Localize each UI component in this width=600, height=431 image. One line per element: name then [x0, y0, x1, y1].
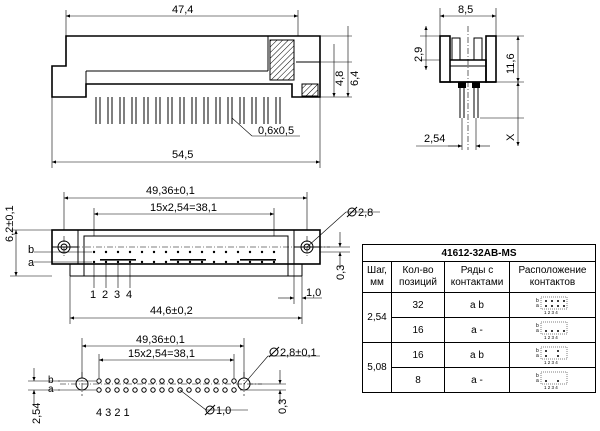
- spec-table-title: 41612-32AB-MS: [362, 244, 596, 262]
- rows-cell: a b: [444, 342, 510, 368]
- rows-cell: a -: [444, 367, 510, 393]
- dim-front-0-3: 0,3: [335, 265, 347, 280]
- svg-text:a: a: [536, 353, 539, 359]
- bottom-pin-numbers: 4 3 2 1: [96, 407, 130, 419]
- side-view-pins: [95, 97, 281, 124]
- bottom-row-b: b: [48, 375, 54, 386]
- dim-total-length: 54,5: [172, 149, 193, 161]
- svg-text:a: a: [536, 378, 539, 384]
- contact-layout-icon-a: b a 1 2 3 4: [536, 321, 567, 340]
- svg-text:1 2 3 4: 1 2 3 4: [544, 360, 558, 365]
- svg-text:b: b: [536, 373, 539, 379]
- dim-bottom-49-36: 49,36±0,1: [136, 334, 185, 346]
- dim-side-2-54: 2,54: [424, 133, 445, 145]
- side-view: 47,4 54,5 0,6x0,5 4,8 6,4: [51, 4, 361, 168]
- side-view-hatch: [269, 39, 295, 81]
- pitch-cell: 5,08: [362, 342, 392, 393]
- positions-cell: 8: [391, 367, 445, 393]
- rows-cell: a -: [444, 317, 510, 343]
- svg-text:1 2 3 4: 1 2 3 4: [544, 385, 558, 390]
- dim-side-11-6: 11,6: [505, 53, 517, 74]
- dim-bottom-15x254: 15x2,54=38,1: [128, 348, 195, 360]
- positions-cell: 16: [391, 317, 445, 343]
- header-positions: Кол-во позиций: [391, 261, 445, 293]
- pcb-footprint: 49,36±0,1 15x2,54=38,1 2,8±0,1 1,0 b a 2…: [28, 334, 320, 424]
- pcb-holes: [96, 378, 237, 393]
- dim-side-width: 8,5: [458, 4, 473, 16]
- pin-label-2: 2: [102, 289, 108, 301]
- dim-bottom-hole: 2,8±0,1: [280, 347, 317, 359]
- header-pitch: Шаг, мм: [362, 261, 392, 293]
- front-view: 49,36±0,1 15x2,54=38,1 6,2±0,1 b a 1 2 3…: [4, 185, 380, 324]
- dim-front-hole: 2,8: [358, 207, 373, 219]
- bottom-row-a: a: [48, 384, 54, 395]
- svg-text:1 2 3 4: 1 2 3 4: [544, 310, 558, 315]
- row-label-a: a: [28, 257, 35, 269]
- dim-pin-size: 0,6x0,5: [258, 125, 294, 137]
- svg-text:a: a: [536, 303, 539, 309]
- layout-cell: b a 1 2 3 4: [509, 292, 596, 318]
- dim-side-2-9: 2,9: [413, 47, 425, 62]
- dim-side-x: X: [505, 133, 517, 141]
- front-contacts: [92, 250, 276, 264]
- dim-front-6-2: 6,2±0,1: [4, 205, 16, 242]
- pitch-cell: 2,54: [362, 292, 392, 343]
- dim-bottom-2-54: 2,54: [31, 403, 43, 424]
- pin-label-4: 4: [126, 289, 132, 301]
- contact-layout-icon-ab: b a 1 2 3 4: [536, 346, 567, 365]
- dim-top-width: 47,4: [172, 4, 193, 16]
- positions-cell: 16: [391, 342, 445, 368]
- dim-bottom-pin-hole: 1,0: [216, 405, 231, 417]
- layout-cell: b a 1 2 3 4: [509, 367, 596, 393]
- header-layout: Расположение контактов: [509, 261, 596, 293]
- contact-layout-icon-ab: b a 1 2 3 4: [536, 296, 567, 315]
- positions-cell: 32: [391, 292, 445, 318]
- rows-cell: a b: [444, 292, 510, 318]
- svg-text:1 2 3 4: 1 2 3 4: [544, 335, 558, 340]
- dim-front-49-36: 49,36±0,1: [146, 185, 195, 197]
- end-view: 8,5 2,9 11,6 X 2,54: [413, 4, 524, 150]
- header-rows: Ряды с контактами: [444, 261, 510, 293]
- dim-front-1-0: 1,0: [306, 287, 321, 299]
- layout-cell: b a 1 2 3 4: [509, 317, 596, 343]
- svg-text:b: b: [536, 323, 539, 329]
- dim-bottom-0-3: 0,3: [277, 399, 289, 414]
- pin-label-1: 1: [90, 289, 96, 301]
- dim-front-15x254: 15x2,54=38,1: [150, 202, 217, 214]
- svg-text:b: b: [536, 298, 539, 304]
- dim-height-6-4: 6,4: [349, 71, 361, 86]
- pin-label-3: 3: [114, 289, 120, 301]
- svg-text:a: a: [536, 328, 539, 334]
- dim-front-44-6: 44,6±0,2: [150, 305, 193, 317]
- spec-table: 41612-32AB-MS Шаг, мм Кол-во позиций Ряд…: [362, 244, 596, 393]
- row-label-b: b: [28, 244, 34, 256]
- dim-height-4-8: 4,8: [334, 71, 346, 86]
- layout-cell: b a 1 2 3 4: [509, 342, 596, 368]
- contact-layout-icon-a: b a 1 2 3 4: [536, 371, 567, 390]
- svg-text:b: b: [536, 348, 539, 354]
